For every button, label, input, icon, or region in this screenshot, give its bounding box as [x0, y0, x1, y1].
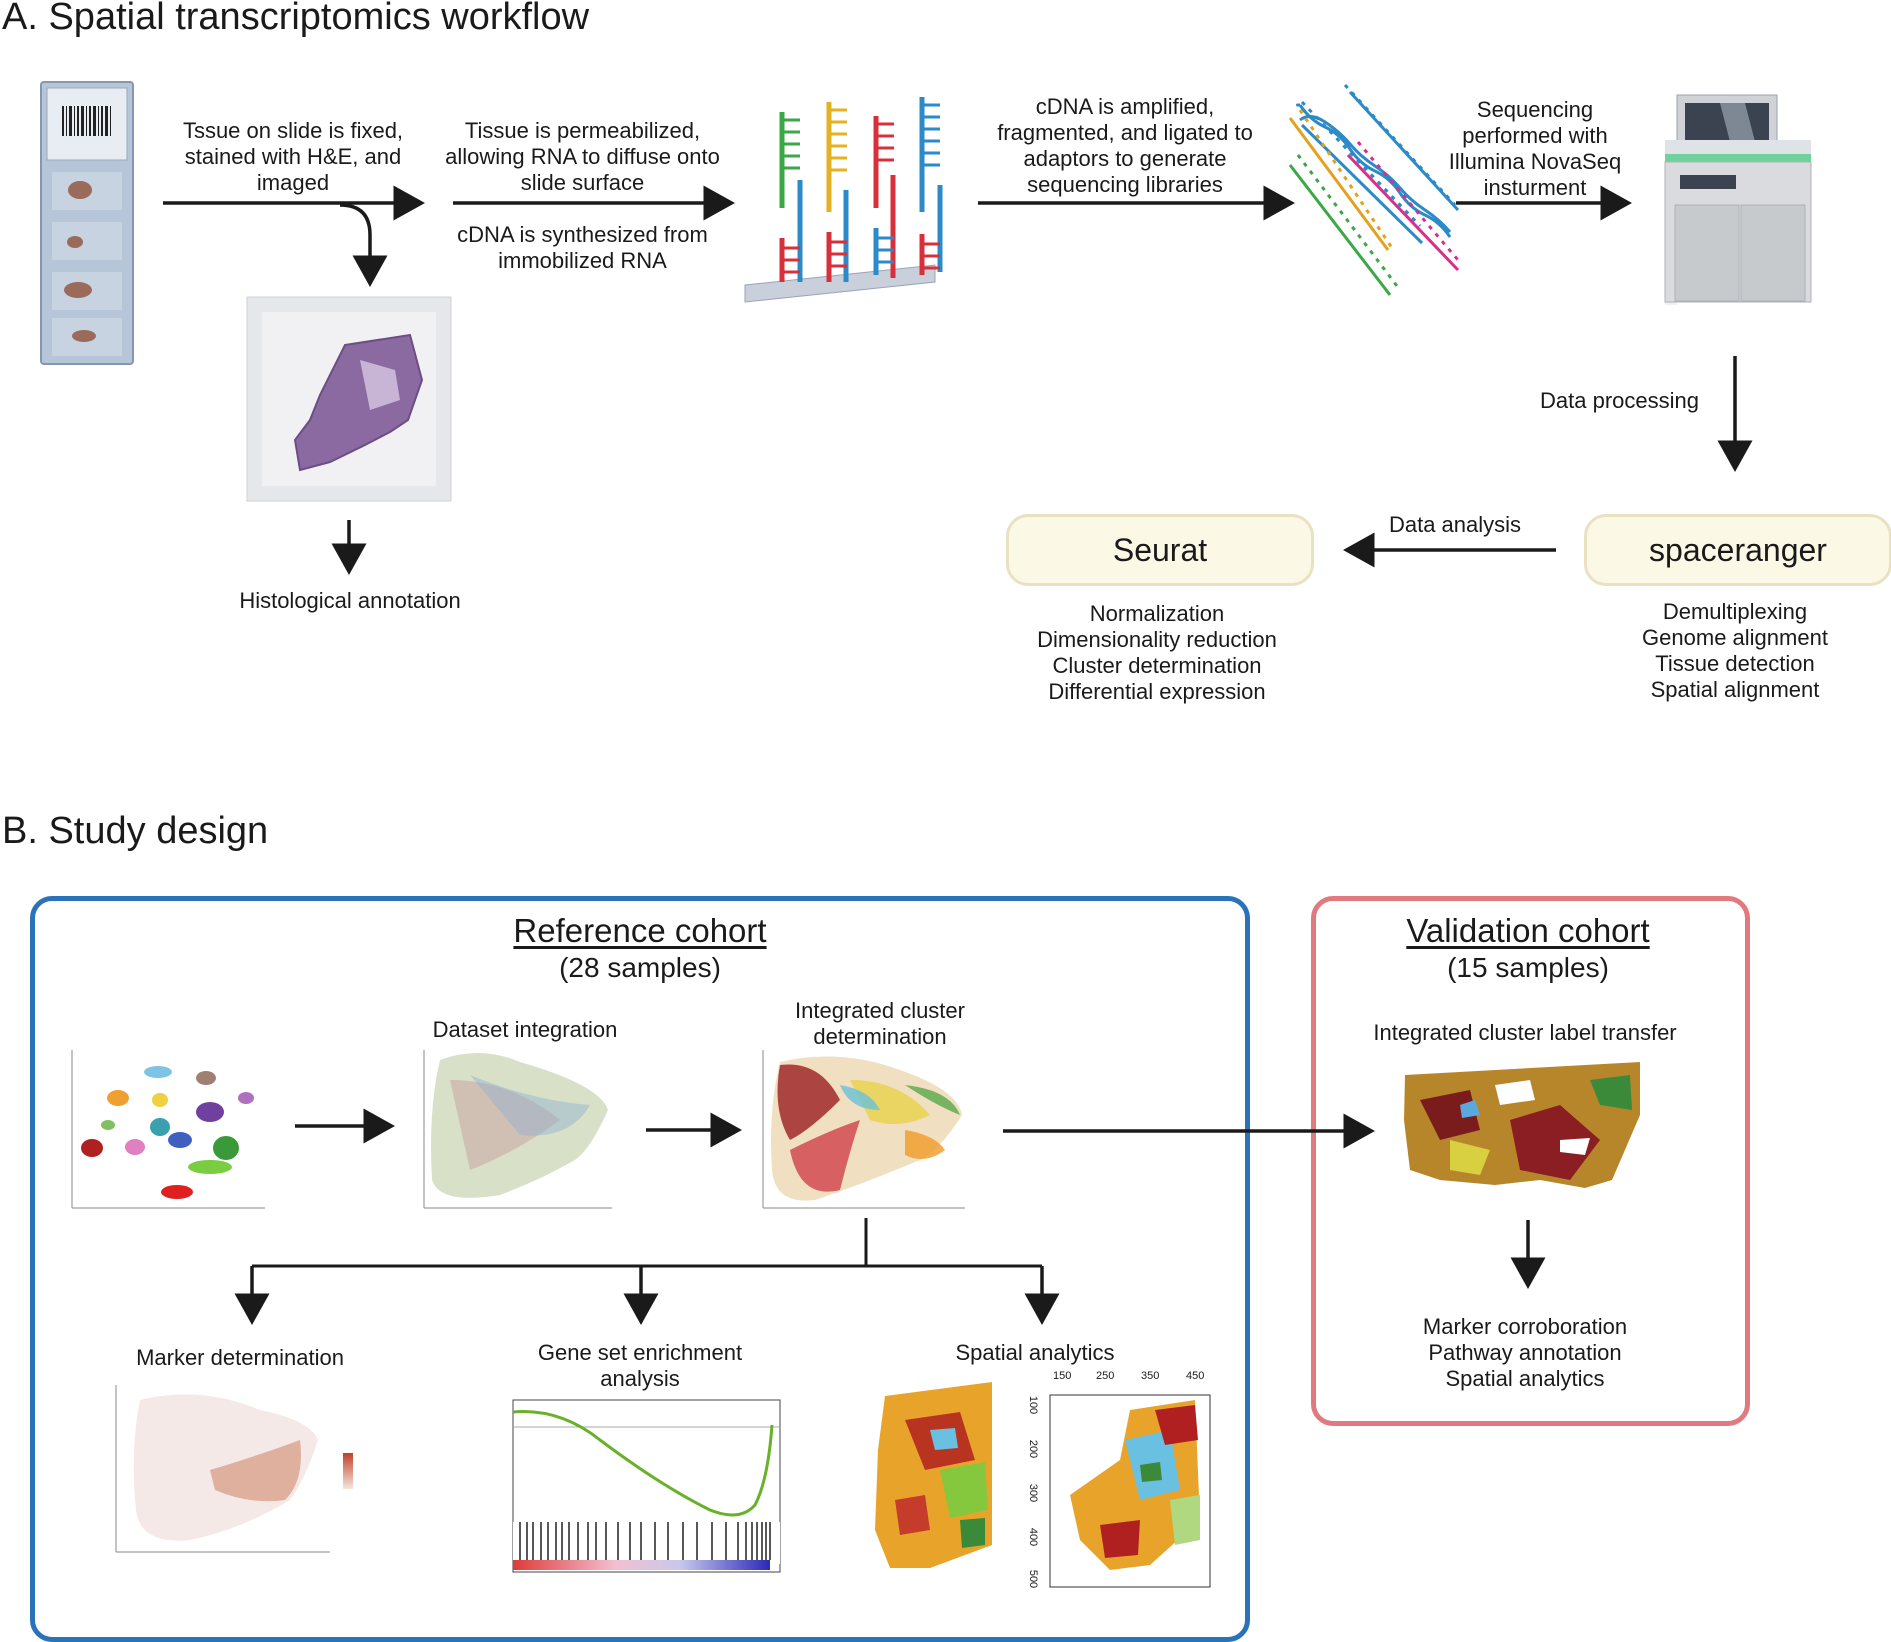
spatial-x-ticks: 150 250 350 450 [1040, 1370, 1220, 1388]
spatial-analytics-label: Spatial analytics [955, 1340, 1115, 1365]
label-transfer-label: Integrated cluster label transfer [1373, 1020, 1677, 1045]
gsea-label: Gene set enrichment analysis [537, 1340, 743, 1391]
spaceranger-task: Tissue detection [1655, 651, 1815, 676]
panel-a-heading: A. Spatial transcriptomics workflow [2, 0, 590, 38]
spaceranger-task: Genome alignment [1642, 625, 1828, 650]
histological-annotation-label: Histological annotation [239, 588, 461, 613]
spatial-y-tick: 100 [1027, 1395, 1040, 1415]
spatial-x-tick: 150 [1053, 1370, 1072, 1382]
spatial-y-ticks: 100 200 300 400 500 [1024, 1395, 1048, 1595]
validation-cohort-count: (15 samples) [1447, 952, 1609, 983]
panel-b-heading: B. Study design [2, 810, 269, 852]
step-fix-stain-label: Tssue on slide is fixed, stained with H&… [182, 118, 404, 195]
validation-task: Pathway annotation [1428, 1340, 1622, 1365]
seurat-label: Seurat [1112, 531, 1208, 568]
data-processing-label: Data processing [1540, 388, 1699, 413]
spaceranger-task-list: Demultiplexing Genome alignment Tissue d… [1584, 599, 1886, 703]
validation-task: Marker corroboration [1422, 1314, 1628, 1339]
data-analysis-label: Data analysis [1388, 512, 1522, 537]
seurat-task: Normalization [1089, 601, 1225, 626]
integrated-cluster-label: Integrated cluster determination [795, 998, 965, 1049]
seurat-task: Differential expression [1048, 679, 1266, 704]
spaceranger-task: Spatial alignment [1650, 677, 1820, 702]
validation-task-list: Marker corroboration Pathway annotation … [1340, 1314, 1710, 1392]
spatial-x-tick: 350 [1141, 1370, 1160, 1382]
spatial-y-tick: 500 [1027, 1569, 1040, 1589]
step-amplify-label: cDNA is amplified, fragmented, and ligat… [997, 94, 1253, 197]
spatial-y-tick: 300 [1027, 1483, 1040, 1503]
dataset-integration-label: Dataset integration [432, 1017, 618, 1042]
seurat-box: Seurat [1006, 514, 1314, 586]
reference-cohort-title: Reference cohort [513, 912, 767, 949]
spatial-x-tick: 450 [1186, 1370, 1205, 1382]
spaceranger-box: spaceranger [1584, 514, 1891, 586]
validation-cohort-title: Validation cohort [1406, 912, 1650, 949]
step-permeabilize-label: Tissue is permeabilized, allowing RNA to… [445, 118, 720, 195]
spaceranger-task: Demultiplexing [1662, 599, 1808, 624]
seurat-task: Dimensionality reduction [1037, 627, 1277, 652]
step-sequencing-label: Sequencing performed with Illumina NovaS… [1448, 97, 1622, 200]
validation-task: Spatial analytics [1445, 1366, 1605, 1391]
step-cdna-synthesis-label: cDNA is synthesized from immobilized RNA [457, 222, 708, 273]
marker-determination-label: Marker determination [136, 1345, 344, 1370]
reference-cohort-box [30, 896, 1250, 1642]
spatial-y-tick: 200 [1027, 1439, 1040, 1459]
spatial-y-tick: 400 [1027, 1527, 1040, 1547]
seurat-task: Cluster determination [1052, 653, 1262, 678]
spatial-x-tick: 250 [1096, 1370, 1115, 1382]
seurat-task-list: Normalization Dimensionality reduction C… [970, 601, 1344, 705]
reference-cohort-count: (28 samples) [559, 952, 721, 983]
spaceranger-label: spaceranger [1649, 531, 1827, 568]
